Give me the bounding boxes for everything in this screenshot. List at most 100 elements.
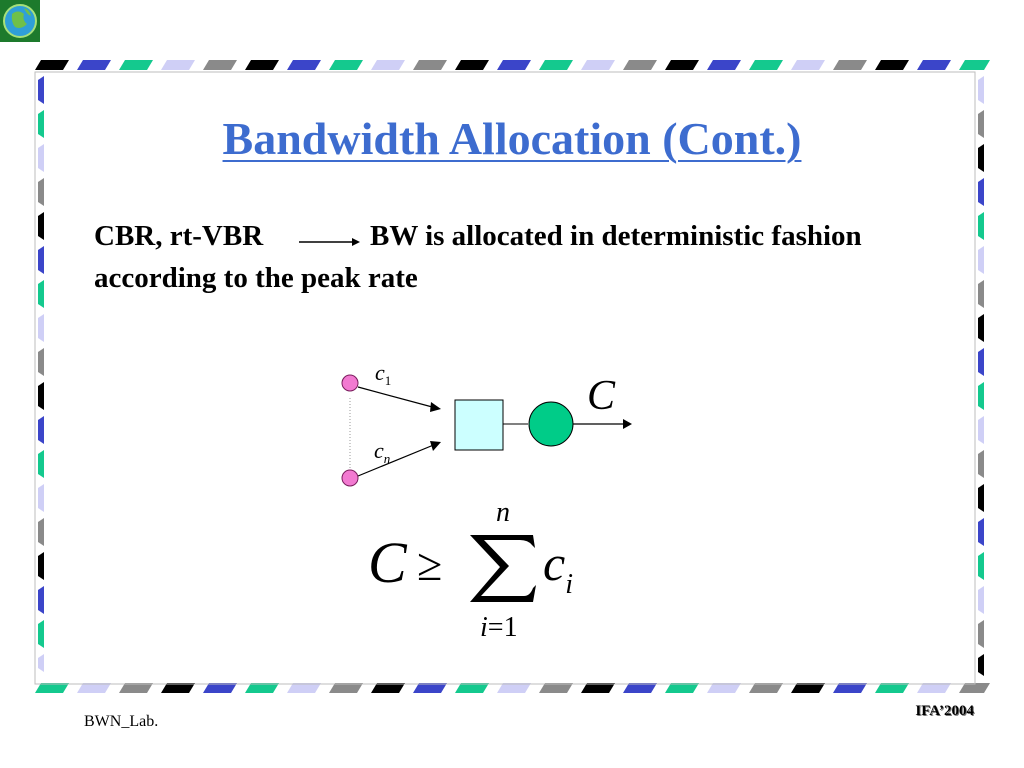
border-segment <box>978 76 984 104</box>
border-segment <box>38 484 44 512</box>
border-segment <box>119 683 153 693</box>
border-segment <box>77 683 111 693</box>
border-segment <box>917 683 951 693</box>
border-segment <box>875 683 909 693</box>
slide-title: Bandwidth Allocation (Cont.) <box>222 113 802 164</box>
border-segment <box>287 683 321 693</box>
border-segment <box>917 60 951 70</box>
border-segment <box>978 552 984 580</box>
lab-name: BWN_Lab. <box>84 713 159 730</box>
border-segment <box>161 60 195 70</box>
border-segment <box>203 683 237 693</box>
border-segment <box>978 246 984 274</box>
border-segment <box>38 620 44 648</box>
border-segment <box>539 683 573 693</box>
formula-sum-upper: n <box>496 497 510 528</box>
border-segment <box>707 683 741 693</box>
border-segment <box>329 60 363 70</box>
border-segment <box>119 60 153 70</box>
border-segment <box>38 110 44 138</box>
border-segment <box>791 60 825 70</box>
border-segment <box>978 212 984 240</box>
border-segment <box>371 683 405 693</box>
border-segment <box>959 683 990 693</box>
border-segment <box>978 110 984 138</box>
border-segment <box>978 280 984 308</box>
border-segment <box>413 60 447 70</box>
border-segment <box>581 683 615 693</box>
text-traffic-classes: CBR, rt-VBR <box>94 220 264 252</box>
border-segment <box>978 518 984 546</box>
border-segment <box>455 60 489 70</box>
border-segment <box>875 60 909 70</box>
border-segment <box>413 683 447 693</box>
conference-tag: IFA’2004 <box>915 703 974 719</box>
border-segment <box>978 450 984 478</box>
border-segment <box>371 60 405 70</box>
border-segment <box>161 683 195 693</box>
border-segment <box>749 60 783 70</box>
border-segment <box>623 60 657 70</box>
border-segment <box>38 416 44 444</box>
bwn-lab-logo <box>0 0 40 42</box>
text-allocation-basis: according to the peak rate <box>94 262 418 294</box>
input-label-1: c1 <box>375 360 391 388</box>
border-segment <box>665 60 699 70</box>
border-segment <box>497 60 531 70</box>
border-segment <box>833 60 867 70</box>
border-segment <box>38 450 44 478</box>
input-arrow-n <box>357 443 437 477</box>
border-segment <box>497 683 531 693</box>
formula-sum-lower: i=1 <box>480 612 518 643</box>
formula-term: ci <box>543 535 573 600</box>
border-segment <box>978 178 984 206</box>
border-segment <box>978 654 984 676</box>
decorative-border <box>35 60 990 693</box>
border-segment <box>539 60 573 70</box>
border-segment <box>978 416 984 444</box>
formula-relation: ≥ <box>417 539 442 590</box>
border-segment <box>38 76 44 104</box>
border-segment <box>38 586 44 614</box>
border-segment <box>38 178 44 206</box>
border-segment <box>665 683 699 693</box>
border-segment <box>978 620 984 648</box>
border-segment <box>581 60 615 70</box>
border-segment <box>38 552 44 580</box>
text-allocation-rule: BW is allocated in deterministic fashion <box>370 220 862 252</box>
border-segment <box>38 212 44 240</box>
output-capacity-label: C <box>587 373 616 419</box>
input-arrow-n-head <box>430 441 441 451</box>
border-segment <box>978 348 984 376</box>
queue-buffer <box>454 399 504 451</box>
border-segment <box>38 314 44 342</box>
input-label-n: cn <box>374 438 390 466</box>
border-segment <box>38 246 44 274</box>
border-segment <box>38 518 44 546</box>
border-segment <box>455 683 489 693</box>
content-frame <box>34 71 976 685</box>
border-segment <box>245 683 279 693</box>
input-arrow-1 <box>357 386 437 409</box>
border-segment <box>35 683 69 693</box>
border-segment <box>38 382 44 410</box>
border-segment <box>287 60 321 70</box>
border-segment <box>978 314 984 342</box>
input-arrow-1-head <box>430 402 441 412</box>
border-segment <box>77 60 111 70</box>
border-segment <box>978 382 984 410</box>
border-segment <box>833 683 867 693</box>
source-node-n <box>341 469 359 487</box>
formula-lhs: C <box>368 530 408 595</box>
output-arrow-head <box>623 419 632 429</box>
border-segment <box>623 683 657 693</box>
border-segment <box>245 60 279 70</box>
border-segment <box>329 683 363 693</box>
border-segment <box>38 144 44 172</box>
border-segment <box>38 654 44 672</box>
border-segment <box>791 683 825 693</box>
border-segment <box>203 60 237 70</box>
